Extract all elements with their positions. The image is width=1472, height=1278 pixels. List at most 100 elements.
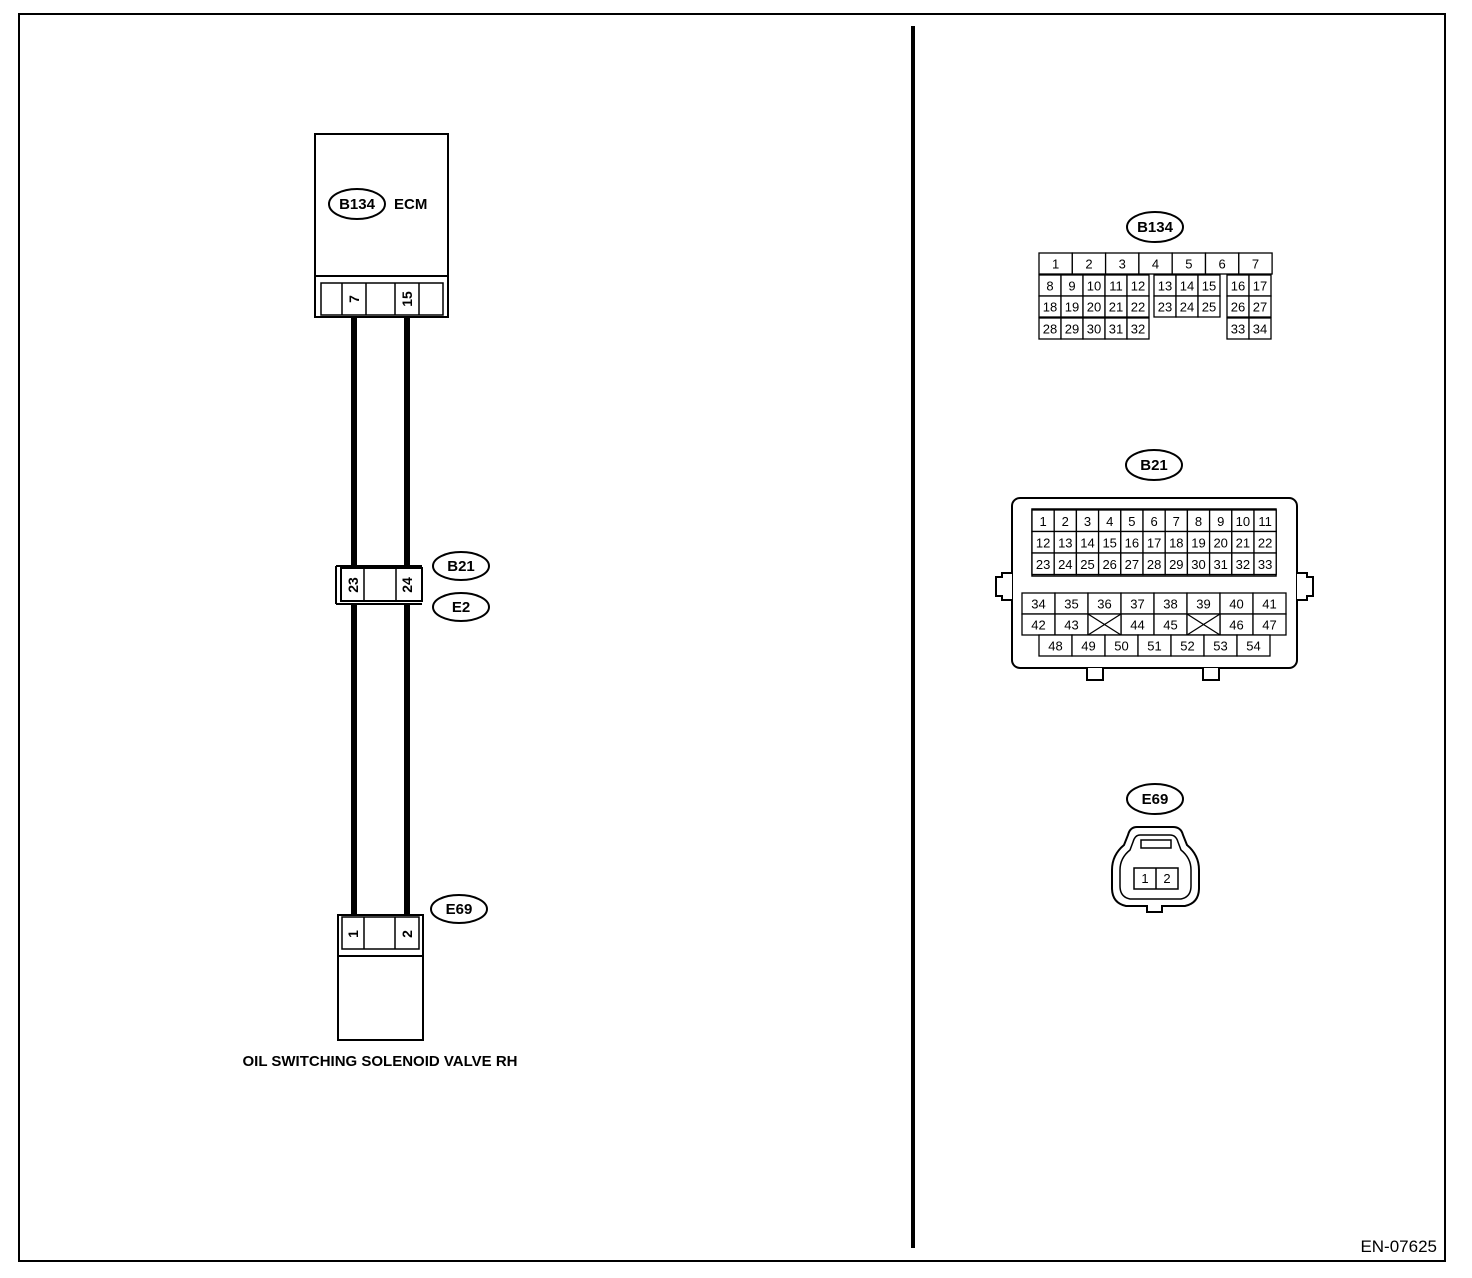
b21-cavity-15: 15 <box>1097 530 1122 554</box>
b21-cavity-39-label: 39 <box>1196 597 1210 612</box>
b21-cavity-18: 18 <box>1164 530 1189 554</box>
b21-cavity-36-label: 36 <box>1097 597 1111 612</box>
b21-cavity-16-label: 16 <box>1125 535 1139 550</box>
b21-connector-tag <box>432 551 490 581</box>
b134-cavity-13-label: 13 <box>1158 279 1172 294</box>
b21-cavity-12: 12 <box>1031 530 1055 554</box>
ecm-pin-15: 15 <box>399 291 415 307</box>
b134-cavity-31: 31 <box>1104 317 1128 340</box>
b134-cavity-8-label: 8 <box>1046 279 1053 294</box>
e69-lock-tab <box>1140 839 1172 849</box>
b21-cavity-11-label: 11 <box>1258 514 1272 529</box>
b134-cavity-6-label: 6 <box>1219 257 1226 272</box>
b21-pin-23: 23 <box>345 577 361 593</box>
b21-cavity-26: 26 <box>1097 552 1122 576</box>
b21-cavity-44: 44 <box>1120 613 1155 636</box>
b21-right-latch <box>1297 572 1314 601</box>
b21-cavity-25-label: 25 <box>1080 557 1094 572</box>
e69-face-pin-1: 1 <box>1141 871 1148 886</box>
b21-cavity-37: 37 <box>1120 592 1155 615</box>
b134-cavity-4-label: 4 <box>1152 257 1159 272</box>
e69-face-pin-2: 2 <box>1163 871 1170 886</box>
b21-cavity-31: 31 <box>1208 552 1233 576</box>
b134-cavity-30: 30 <box>1082 317 1106 340</box>
b21-cavity-34-label: 34 <box>1031 597 1045 612</box>
b21-cavity-17: 17 <box>1142 530 1166 554</box>
b21-cavity-38-label: 38 <box>1163 597 1177 612</box>
ecm-label: ECM <box>394 196 427 213</box>
b134-cavity-8: 8 <box>1038 274 1062 297</box>
b21-cavity-1: 1 <box>1031 509 1055 533</box>
b21-cavity-51: 51 <box>1137 634 1172 657</box>
b21-cavity-54: 54 <box>1236 634 1271 657</box>
b21-cavity-45: 45 <box>1153 613 1188 636</box>
ecm-pin-7: 7 <box>346 295 362 303</box>
b21-cavity-54-label: 54 <box>1246 639 1260 654</box>
b21-connector-id: B21 <box>447 558 475 575</box>
b21-cavity-34: 34 <box>1021 592 1056 615</box>
b21-cavity-18-label: 18 <box>1169 535 1183 550</box>
b134-cavity-2-label: 2 <box>1085 257 1092 272</box>
b21-bottom-key-right <box>1202 668 1220 681</box>
b21-cavity-41-label: 41 <box>1262 597 1276 612</box>
e69-housing-inner <box>1119 834 1192 900</box>
e69-pin-2: 2 <box>399 930 415 938</box>
b134-cavity-23: 23 <box>1153 295 1177 318</box>
b134-cavity-30-label: 30 <box>1087 322 1101 337</box>
b134-cavity-16: 16 <box>1226 274 1250 297</box>
b21-cavity-45-label: 45 <box>1163 618 1177 633</box>
b21-cavity-10-label: 10 <box>1236 514 1250 529</box>
b21-cavity-1-label: 1 <box>1039 514 1046 529</box>
b134-cavity-28-label: 28 <box>1043 322 1057 337</box>
b21-cavity-39: 39 <box>1186 592 1221 615</box>
b134-cavity-17: 17 <box>1248 274 1272 297</box>
b134-cavity-29-label: 29 <box>1065 322 1079 337</box>
b134-cavity-34: 34 <box>1248 317 1272 340</box>
b21-cavity-52: 52 <box>1170 634 1205 657</box>
b21-cavity-40: 40 <box>1219 592 1254 615</box>
e69-face-tag <box>1126 783 1184 815</box>
ecm-connector-tag <box>328 188 386 220</box>
ecm-block: B134 ECM 7 15 <box>314 133 449 318</box>
b21-cavity-48-label: 48 <box>1048 639 1062 654</box>
b21-cavity-28: 28 <box>1142 552 1166 576</box>
b21-cavity-6: 6 <box>1142 509 1166 533</box>
b134-cavity-11: 11 <box>1104 274 1128 297</box>
b21-cavity-33-label: 33 <box>1258 557 1272 572</box>
b134-cavity-33-label: 33 <box>1231 322 1245 337</box>
b134-cavity-23-label: 23 <box>1158 300 1172 315</box>
b21-face-label: B21 <box>1140 457 1168 474</box>
b21-cavity-10: 10 <box>1231 509 1255 533</box>
b134-cavity-27: 27 <box>1248 295 1272 318</box>
b134-cavity-21-label: 21 <box>1109 300 1123 315</box>
b134-cavity-18-label: 18 <box>1043 300 1057 315</box>
b21-cavity-46-label: 46 <box>1229 618 1243 633</box>
b21-left-latch <box>995 572 1012 601</box>
b21-cavity-7-label: 7 <box>1173 514 1180 529</box>
b134-cavity-24: 24 <box>1175 295 1199 318</box>
b21-cavity-27-label: 27 <box>1125 557 1139 572</box>
b21-cavity-52-label: 52 <box>1180 639 1194 654</box>
b21-cavity-42: 42 <box>1021 613 1056 636</box>
b21-cavity-24-label: 24 <box>1058 557 1072 572</box>
b21-cavity-41: 41 <box>1252 592 1287 615</box>
b21-cavity-33: 33 <box>1253 552 1277 576</box>
b134-cavity-16-label: 16 <box>1231 279 1245 294</box>
b134-cavity-22: 22 <box>1126 295 1150 318</box>
b21-cavity-42-label: 42 <box>1031 618 1045 633</box>
b134-cavity-32-label: 32 <box>1131 322 1145 337</box>
b134-face-tag <box>1126 211 1184 243</box>
b134-cavity-19: 19 <box>1060 295 1084 318</box>
b21-cavity-30-label: 30 <box>1191 557 1205 572</box>
b21-cavity-8-label: 8 <box>1195 514 1202 529</box>
b21-cavity-50-label: 50 <box>1114 639 1128 654</box>
b21-cavity-48: 48 <box>1038 634 1073 657</box>
b21-cavity-14: 14 <box>1075 530 1100 554</box>
b21-cavity-20-label: 20 <box>1213 535 1227 550</box>
b21-cavity-47-label: 47 <box>1262 618 1276 633</box>
b21-cavity-46: 46 <box>1219 613 1254 636</box>
b134-cavity-21: 21 <box>1104 295 1128 318</box>
b21-cavity-32: 32 <box>1231 552 1255 576</box>
